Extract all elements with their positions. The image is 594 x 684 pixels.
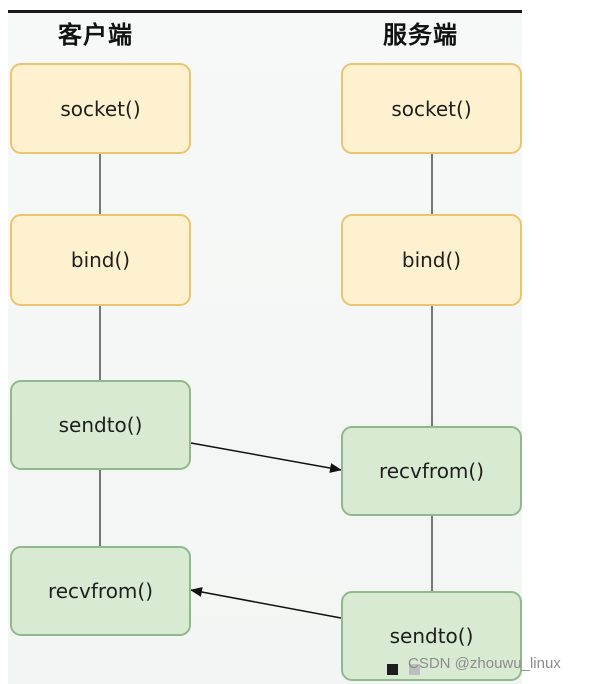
server-sendto-box: sendto() bbox=[341, 591, 522, 681]
arrow-server-sendto-to-client-recvfrom bbox=[190, 587, 342, 619]
client-recvfrom-label: recvfrom() bbox=[47, 579, 154, 603]
client-sendto-label: sendto() bbox=[58, 413, 143, 437]
client-bind-box: bind() bbox=[10, 214, 191, 306]
client-sendto-box: sendto() bbox=[10, 380, 191, 470]
server-socket-label: socket() bbox=[391, 96, 472, 121]
arrow-client-sendto-to-server-recvfrom bbox=[190, 442, 342, 473]
client-socket-box: socket() bbox=[10, 63, 191, 154]
server-column-title: 服务端 bbox=[383, 21, 458, 49]
server-recvfrom-label: recvfrom() bbox=[378, 459, 485, 483]
top-rule bbox=[8, 10, 522, 13]
watermark-square-icon-2 bbox=[409, 664, 420, 675]
client-bind-label: bind() bbox=[70, 248, 131, 272]
server-bind-box: bind() bbox=[341, 214, 522, 306]
client-socket-label: socket() bbox=[60, 96, 141, 121]
server-bind-label: bind() bbox=[401, 248, 462, 272]
server-sendto-label: sendto() bbox=[389, 624, 474, 648]
client-column-title: 客户端 bbox=[58, 21, 133, 49]
watermark-square-icon bbox=[387, 664, 398, 675]
watermark-text: CSDN @zhouwu_linux bbox=[408, 655, 561, 672]
server-socket-box: socket() bbox=[341, 63, 522, 154]
client-recvfrom-box: recvfrom() bbox=[10, 546, 191, 636]
server-recvfrom-box: recvfrom() bbox=[341, 426, 522, 516]
